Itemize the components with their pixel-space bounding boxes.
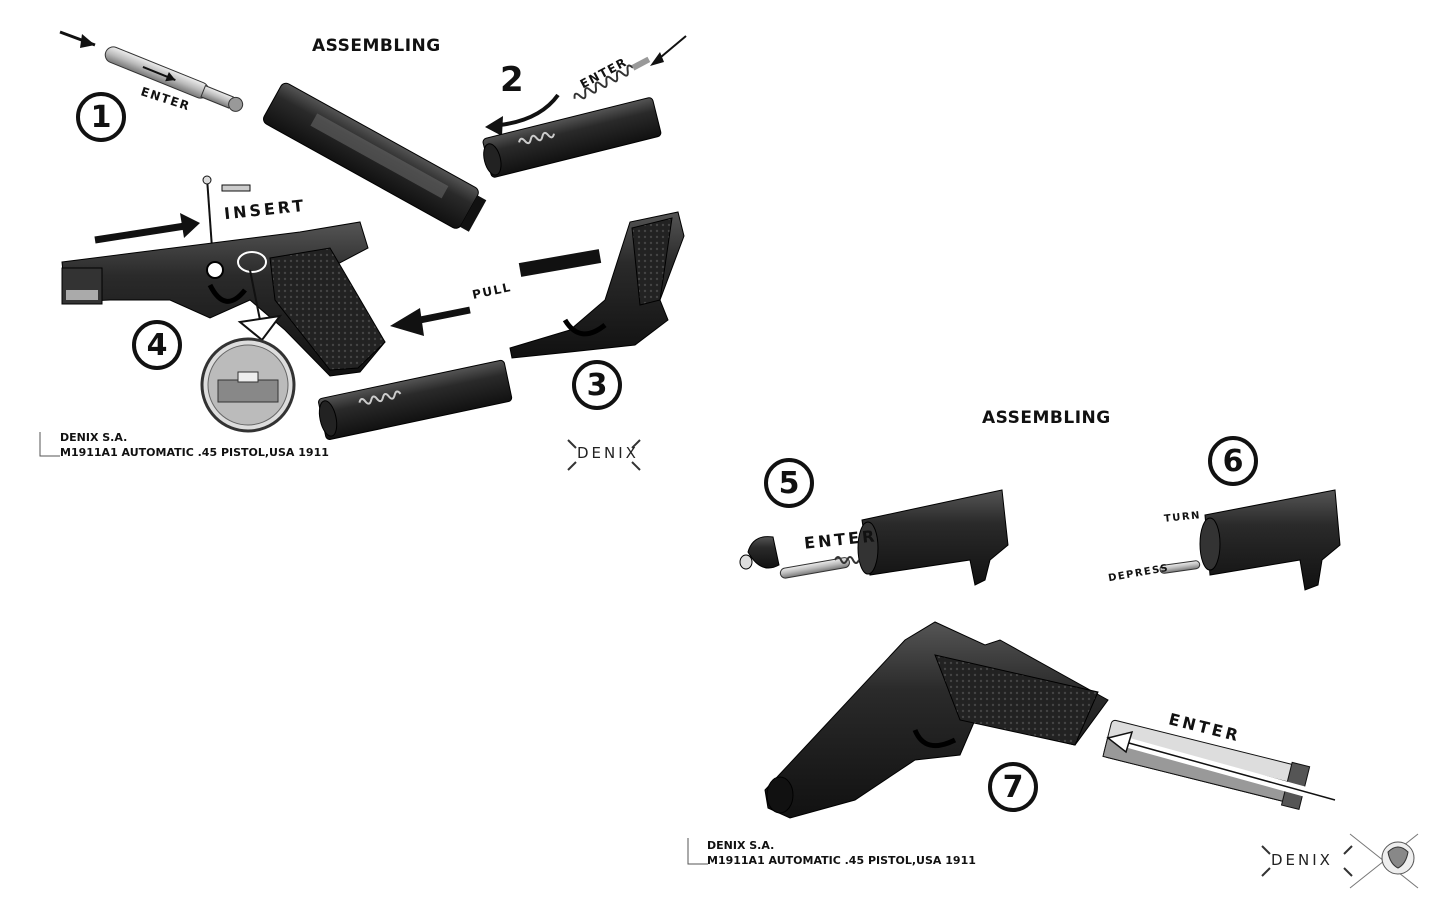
step-4-badge: 4 (132, 320, 182, 370)
crest-logo (1381, 841, 1415, 875)
step-3-badge: 3 (572, 360, 622, 410)
sheet1-footer-company: DENIX S.A. (60, 431, 128, 444)
sheet2-title: ASSEMBLING (982, 408, 1111, 428)
step-1-badge: 1 (76, 92, 126, 142)
sheet1-title: ASSEMBLING (312, 36, 441, 56)
sheet2-footer: DENIX S.A. M1911A1 AUTOMATIC .45 PISTOL,… (707, 838, 976, 868)
step2-illustration (482, 35, 687, 178)
step3-illustration (318, 211, 685, 440)
sheet2-footer-company: DENIX S.A. (707, 839, 775, 852)
sheet1-corner-marks (39, 432, 641, 471)
step-2-label: 2 (500, 60, 524, 100)
step7-illustration (764, 621, 1337, 819)
sheet1-brand-logo: DENIX (577, 444, 639, 462)
step6-illustration (1159, 489, 1341, 591)
step-7-badge: 7 (988, 762, 1038, 812)
sheet2-footer-model: M1911A1 AUTOMATIC .45 PISTOL,USA 1911 (707, 854, 976, 867)
step4-illustration (61, 175, 386, 433)
sheet2-brand-logo: DENIX (1271, 851, 1333, 869)
sheet1-footer: DENIX S.A. M1911A1 AUTOMATIC .45 PISTOL,… (60, 430, 329, 460)
step-6-badge: 6 (1208, 436, 1258, 486)
step5-illustration (739, 489, 1009, 586)
step1-illustration (59, 30, 487, 232)
step-5-badge: 5 (764, 458, 814, 508)
sheet1-footer-model: M1911A1 AUTOMATIC .45 PISTOL,USA 1911 (60, 446, 329, 459)
